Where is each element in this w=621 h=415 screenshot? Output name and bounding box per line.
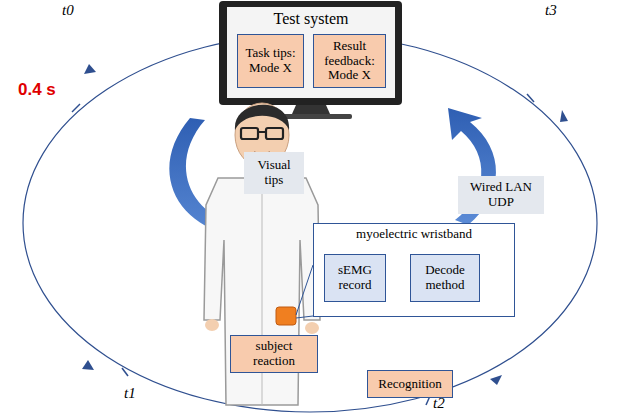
- loop-arrow: [490, 375, 502, 385]
- node-text: myoelectric wristband: [356, 227, 472, 242]
- loop-arrow: [84, 64, 96, 74]
- wristband-box: myoelectric wristband sEMG record Decode m…: [313, 223, 515, 317]
- task-tips-box: Task tips: Mode X: [237, 34, 304, 88]
- recognition-box: Recognition: [367, 370, 453, 398]
- node-text: subject reaction: [235, 339, 313, 369]
- node-text: Decode method: [415, 263, 475, 293]
- node-text: Wired LAN UDP: [463, 180, 539, 210]
- loop-arrow: [560, 110, 568, 122]
- node-text: Visual tips: [249, 158, 299, 188]
- lan-box: Wired LAN UDP: [458, 176, 544, 214]
- feedback-box: Result feedback: Mode X: [313, 34, 386, 88]
- node-text: Task tips: Mode X: [242, 46, 299, 76]
- node-text: Test system: [274, 10, 349, 28]
- node-text: sEMG record: [329, 263, 381, 293]
- screen-panel: Test systemTask tips: Mode X Result feedb…: [227, 7, 395, 98]
- tick: [527, 94, 534, 102]
- time-mark: t3: [545, 2, 557, 19]
- time-mark: t2: [433, 395, 445, 412]
- node-text: Result feedback: Mode X: [318, 39, 381, 84]
- decode-box: Decode method: [410, 254, 480, 302]
- time-mark: t0: [62, 2, 74, 19]
- wristband-device: [276, 307, 296, 325]
- subject-figure: [204, 103, 320, 405]
- time-mark: t1: [124, 385, 136, 402]
- semg-box: sEMG record: [324, 254, 386, 302]
- monitor-stand: [292, 105, 330, 114]
- cycle-time: 0.4 s: [18, 80, 56, 100]
- visual-tips-box: Visual tips: [244, 152, 304, 194]
- node-text: Recognition: [378, 377, 442, 392]
- monitor-bezel: [219, 1, 402, 105]
- reaction-box: subject reaction: [230, 335, 318, 373]
- tick: [72, 104, 80, 112]
- tick: [122, 368, 128, 376]
- loop-arrow: [82, 360, 94, 370]
